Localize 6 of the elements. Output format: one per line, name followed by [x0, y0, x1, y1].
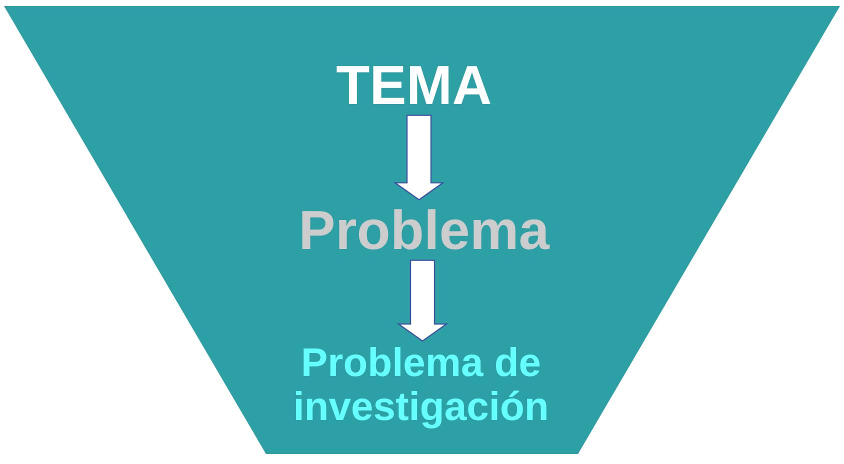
- stage-label: Problema: [298, 200, 550, 260]
- block-arrow: [396, 260, 448, 342]
- block-arrow: [393, 114, 445, 201]
- funnel-shape: [4, 6, 840, 454]
- stage-label: Problema de investigación: [286, 341, 556, 429]
- stage-label: TEMA: [336, 54, 492, 116]
